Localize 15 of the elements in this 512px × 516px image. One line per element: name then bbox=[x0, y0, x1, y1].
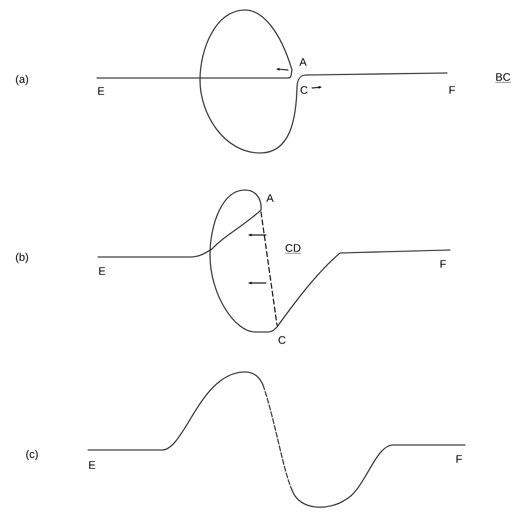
panel-label: (c) bbox=[26, 450, 38, 460]
point-label: C bbox=[278, 336, 286, 344]
point-label: A bbox=[266, 194, 274, 202]
point-label: E bbox=[99, 267, 106, 275]
point-label: BC bbox=[495, 73, 511, 82]
point-label: CD bbox=[284, 244, 302, 254]
point-label: F bbox=[450, 86, 455, 94]
point-label: C bbox=[300, 86, 308, 94]
point-label: F bbox=[456, 455, 462, 463]
point-label: E bbox=[89, 461, 96, 469]
panel-label: (a) bbox=[16, 74, 28, 86]
point-label: E bbox=[98, 87, 104, 95]
point-label: F bbox=[440, 260, 446, 268]
point-label: A bbox=[299, 58, 307, 66]
panel-label: (b) bbox=[16, 252, 28, 264]
